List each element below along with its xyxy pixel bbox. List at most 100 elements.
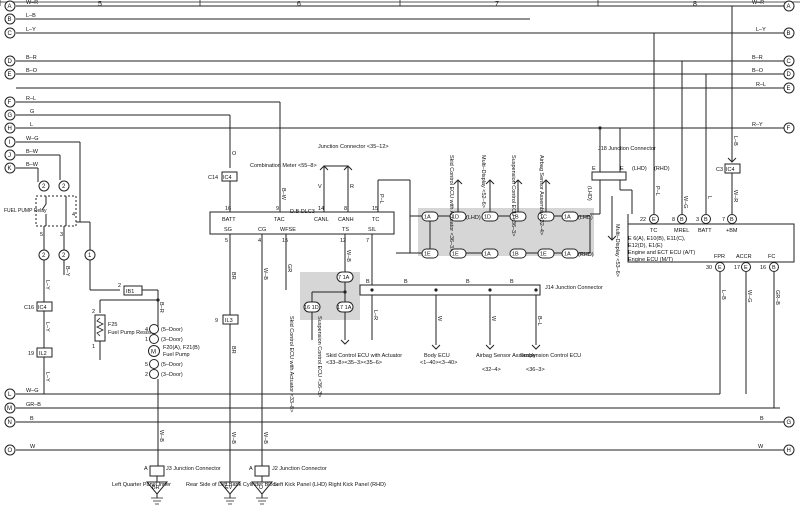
meter-pin-label: WFSE <box>280 227 296 233</box>
ecu-conn: B <box>680 217 684 223</box>
bus-terminals-right: A B C D E F G H <box>783 0 795 456</box>
bus-letter: I <box>9 140 11 146</box>
relay-pin: 2 <box>62 253 66 259</box>
wire-label: GR <box>286 264 292 272</box>
j3-connector <box>149 465 165 477</box>
meter-pin: 15 <box>282 238 288 244</box>
wire-label: W–B <box>158 430 164 442</box>
ecu-pin-label: FC <box>768 254 775 260</box>
junction-dots <box>156 126 602 302</box>
motor-icon: M <box>151 350 156 356</box>
resistor-pin: 1 <box>92 344 95 350</box>
fuel-pump-relay <box>35 195 77 227</box>
meter-pin-label: CANL <box>314 217 329 223</box>
ground-code: EV <box>225 485 233 491</box>
ecu-pin: 30 <box>706 265 712 271</box>
ecu-bottom-ref: <36–3> <box>526 367 545 373</box>
bus-letter: E <box>787 86 791 92</box>
ecu-conn: E <box>652 217 656 223</box>
row-conn: 1A <box>564 252 571 258</box>
row-conn: 1B <box>512 215 519 221</box>
j18-pin: E <box>620 166 624 172</box>
row-note: (LHD) <box>466 215 481 221</box>
wire-label: L <box>30 122 33 128</box>
ground-code: U <box>259 485 263 491</box>
wire-label: L <box>706 196 712 199</box>
ground-code: BR <box>152 485 160 491</box>
wire-label: W <box>30 444 36 450</box>
wire-label: W <box>758 444 764 450</box>
bus-letter: C <box>787 59 792 65</box>
ecu-name-line: E 6(A), E10(B), E11(C), <box>628 236 686 242</box>
ground-icon <box>250 481 274 495</box>
wire-label: B <box>760 416 764 422</box>
fuel-pump-resistor <box>94 314 106 342</box>
bus-letter: B <box>787 31 791 37</box>
ecu-vertical-label: Skid Control ECU with Actuator <36–3> <box>448 155 454 251</box>
multi-display-right: Multi–Display <53–6> <box>614 224 620 277</box>
bus-letter: F <box>787 126 791 132</box>
relay-pin: 2 <box>62 184 66 190</box>
wire-label: W <box>490 316 496 322</box>
meter-pin: 7 <box>366 238 369 244</box>
ic4-right-code: IC4 <box>726 167 735 173</box>
ecu-vertical-label: Multi–Display <52–6> <box>480 155 486 208</box>
bus-letter: G <box>8 113 13 119</box>
meter-pin: 9 <box>276 206 279 212</box>
fuel-pump-cond: (3–Door) <box>161 372 183 378</box>
meter-pin: 15 <box>372 206 378 212</box>
row-conn: 1A <box>424 215 431 221</box>
meter-pin: 16 <box>225 206 231 212</box>
wire-label: V <box>318 184 322 190</box>
fuel-pump-pin: 1 <box>145 337 148 343</box>
wire-label: P–L <box>654 186 660 196</box>
ground-icon <box>218 481 242 495</box>
wire-label: B–W <box>26 149 39 155</box>
wire-label: B–Y <box>64 266 70 277</box>
column-number: 8 <box>693 1 697 8</box>
skid-conn: 7 1A <box>338 275 350 281</box>
ecu-conn: B <box>704 217 708 223</box>
il2-pin: 19 <box>28 351 34 357</box>
engine-ecu-box <box>627 223 795 263</box>
ecu-pin: 22 <box>640 217 646 223</box>
ecu-pin: 16 <box>760 265 766 271</box>
row-conn: 1E <box>540 252 547 258</box>
relay-pin: 5 <box>40 232 43 238</box>
bus-letter: N <box>8 420 12 426</box>
row-conn: 1A <box>484 252 491 258</box>
combination-meter-box <box>209 211 395 235</box>
ecu-pin: 3 <box>696 217 699 223</box>
j18-note: (LHD) <box>632 166 647 172</box>
wire-label: W–G <box>682 196 688 209</box>
j3-text: J3 Junction Connector <box>166 466 221 472</box>
j18-note: (LHD) <box>586 186 592 201</box>
wire-label: W–R <box>732 190 738 202</box>
wire-label: W–R <box>26 0 38 6</box>
ground-icon <box>145 481 169 495</box>
row-conn: 1E <box>424 252 431 258</box>
wire-label: B–W <box>280 188 286 201</box>
engine-ecu: P–L W–G L L–B IC4 C3 W–R E 22 TC B 8 MRE… <box>627 6 795 408</box>
ecu-pin-label: ACCR <box>736 254 752 260</box>
meter-pin-label: D.B DLC3 <box>290 209 315 215</box>
wire-label: O <box>232 151 237 157</box>
j18-pin: E <box>592 166 596 172</box>
bus-letter: C <box>8 31 13 37</box>
ecu-conn: B <box>772 265 776 271</box>
ecu-connector-row: 1A 1D 1D 1B 1C 1A 1E 1E 1A 1B 1E 1A (LHD… <box>396 155 594 259</box>
skid-label: Skid Control ECU with Actuator <33–8> <box>288 316 294 412</box>
fuel-pump-ref: F20(A), F21(B) <box>163 345 200 351</box>
wire-label: R–L <box>756 82 766 88</box>
ecu-vertical-label: Suspension Control ECU <36–3> <box>510 155 516 236</box>
j2-connector <box>254 465 270 477</box>
ecu-conn: E <box>744 265 748 271</box>
wire-label: L–B <box>720 290 726 300</box>
row-note: (LHD) <box>578 215 593 221</box>
wire-label: W–B <box>262 432 268 444</box>
bus-letter: B <box>8 17 12 23</box>
fuel-pump-pin: 5 <box>145 362 148 368</box>
ib1-code: IB1 <box>126 289 134 295</box>
resistor-name: Fuel Pump Resistor <box>108 330 156 336</box>
row-conn: 1E <box>452 252 459 258</box>
